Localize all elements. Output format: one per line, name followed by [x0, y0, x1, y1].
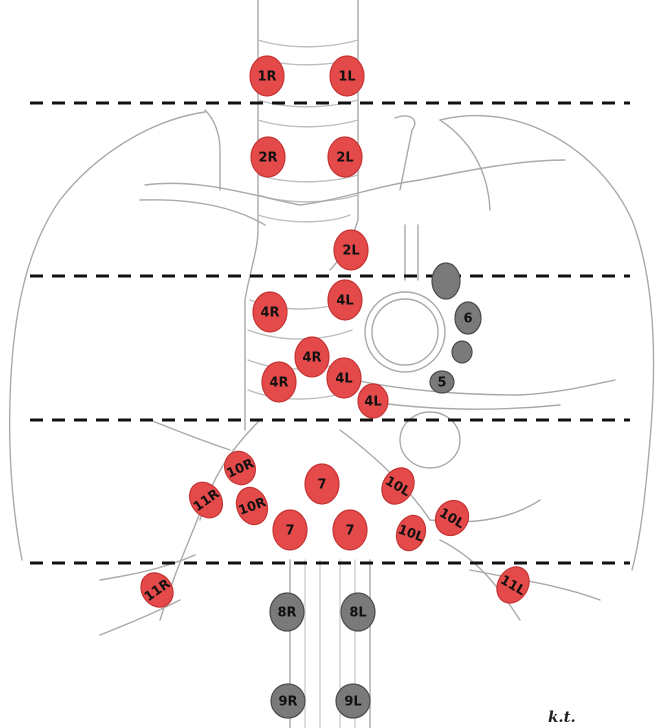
node-1r-label: 1R [257, 70, 276, 85]
right-bronchus-branch-4 [100, 600, 180, 635]
right-lung-outline [10, 112, 205, 560]
node-gray-mid-shape [452, 341, 472, 363]
node-7-c-label: 7 [345, 524, 354, 539]
node-2l-lower-label: 2L [342, 244, 359, 259]
node-2l-upper-label: 2L [336, 151, 353, 166]
node-10r-b: 10R [231, 483, 272, 529]
node-4r-b: 4R [295, 337, 329, 377]
node-4l-b: 4L [327, 358, 361, 398]
left-main-bronchus [340, 430, 430, 520]
node-9r: 9R [271, 684, 305, 718]
node-9l-label: 9L [344, 695, 361, 710]
node-10r-a: 10R [219, 446, 261, 489]
node-11l: 11L [491, 561, 536, 609]
node-2l-upper: 2L [328, 137, 362, 177]
node-4r-a-label: 4R [260, 306, 279, 321]
node-7-a: 7 [305, 464, 339, 504]
right-bronchus-branch-1 [150, 420, 230, 450]
node-8l-label: 8L [349, 606, 366, 621]
node-gray-top-shape [432, 263, 460, 299]
node-9l: 9L [336, 684, 370, 718]
node-1l: 1L [330, 56, 364, 96]
node-4l-a-label: 4L [336, 294, 353, 309]
right-subclavian [140, 200, 265, 225]
node-2l-lower: 2L [334, 230, 368, 270]
node-7-b: 7 [273, 510, 307, 550]
node-8r: 8R [270, 593, 304, 631]
superior-vena-cava [205, 110, 220, 190]
node-6: 6 [455, 302, 481, 334]
pulmonary-artery-lower [360, 400, 560, 409]
node-4l-c: 4L [358, 384, 388, 418]
node-7-a-label: 7 [317, 478, 326, 493]
node-4l-c-label: 4L [364, 395, 381, 410]
node-9r-label: 9R [278, 695, 297, 710]
node-7-c: 7 [333, 510, 367, 550]
node-8l: 8L [341, 593, 375, 631]
left-subclavian-vessel [420, 160, 565, 180]
node-10l-b: 10L [392, 511, 431, 554]
node-7-b-label: 7 [285, 524, 294, 539]
node-10l-c: 10L [429, 494, 475, 541]
node-6-label: 6 [463, 312, 472, 327]
node-4l-b-label: 4L [335, 372, 352, 387]
node-4r-c-label: 4R [269, 376, 288, 391]
node-5: 5 [430, 371, 454, 393]
descending-aorta [365, 292, 445, 372]
node-4r-a: 4R [253, 292, 287, 332]
node-8r-label: 8R [277, 606, 296, 621]
node-4r-b-label: 4R [302, 351, 321, 366]
node-4l-a: 4L [328, 280, 362, 320]
left-lung-outline [440, 116, 654, 570]
node-5-label: 5 [437, 376, 446, 391]
node-gray-top [432, 263, 460, 299]
node-11r-b: 11R [134, 567, 179, 614]
pulmonary-artery [355, 380, 615, 395]
node-10l-a: 10L [376, 462, 421, 510]
node-2r-label: 2R [258, 151, 277, 166]
node-4r-c: 4R [262, 362, 296, 402]
node-1l-label: 1L [338, 70, 355, 85]
node-1r: 1R [250, 56, 284, 96]
descending-aorta-inner [372, 299, 438, 365]
node-11r-a: 11R [183, 476, 229, 524]
node-gray-mid [452, 341, 472, 363]
left-lung-inner [440, 120, 490, 210]
left-carotid-vessel [395, 116, 415, 190]
artist-signature: k.t. [548, 708, 576, 726]
node-2r: 2R [251, 137, 285, 177]
left-bronchus-branch-3 [470, 570, 600, 600]
